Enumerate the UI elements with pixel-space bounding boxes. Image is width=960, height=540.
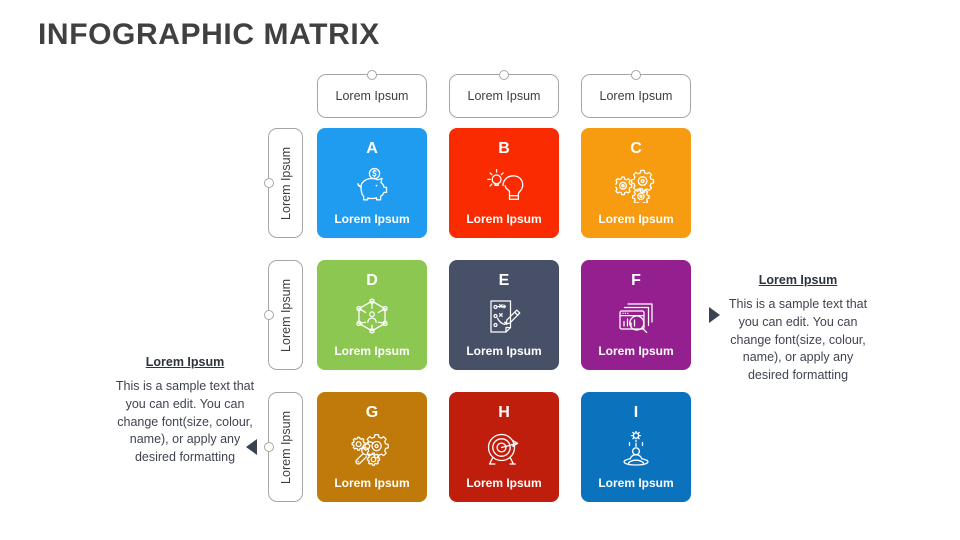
column-header-label: Lorem Ipsum [599,89,673,103]
left-note-body: This is a sample text that you can edit.… [115,379,255,464]
connector-dot-icon [264,310,274,320]
strategy-plan-icon [449,289,559,344]
left-note-arrow-icon [246,439,257,455]
connector-dot-icon [367,70,377,80]
left-note: Lorem Ipsum This is a sample text that y… [110,355,260,467]
row-header-3[interactable]: Lorem Ipsum [264,392,303,502]
row-header-2[interactable]: Lorem Ipsum [264,260,303,370]
card-caption: Lorem Ipsum [466,476,542,490]
card-caption: Lorem Ipsum [598,212,674,226]
column-header-label: Lorem Ipsum [467,89,541,103]
column-header-label: Lorem Ipsum [335,89,409,103]
left-note-heading: Lorem Ipsum [145,355,225,369]
card-caption: Lorem Ipsum [334,476,410,490]
card-letter: I [633,404,639,421]
connector-dot-icon [264,442,274,452]
card-letter: C [630,140,642,157]
matrix-card-g[interactable]: G Lorem Ipsum [317,392,427,502]
card-caption: Lorem Ipsum [334,344,410,358]
right-note-body: This is a sample text that you can edit.… [728,297,868,382]
data-analysis-icon [581,289,691,344]
row-header-label: Lorem Ipsum [278,278,293,352]
matrix-card-e[interactable]: E Lorem Ipsum [449,260,559,370]
idea-head-icon [449,157,559,212]
column-header-2[interactable]: Lorem Ipsum [449,70,559,118]
column-header-3[interactable]: Lorem Ipsum [581,70,691,118]
column-header-1[interactable]: Lorem Ipsum [317,70,427,118]
connector-dot-icon [499,70,509,80]
row-header-label: Lorem Ipsum [278,146,293,220]
gears-icon [581,157,691,212]
piggy-bank-icon [317,157,427,212]
card-caption: Lorem Ipsum [598,344,674,358]
card-letter: A [366,140,378,157]
matrix-card-d[interactable]: D Lorem Ipsum [317,260,427,370]
matrix-card-f[interactable]: F Lorem Ipsum [581,260,691,370]
network-user-icon [317,289,427,344]
card-letter: G [365,404,379,421]
matrix-card-b[interactable]: B Lorem Ipsum [449,128,559,238]
card-caption: Lorem Ipsum [466,212,542,226]
card-letter: B [498,140,510,157]
matrix-card-h[interactable]: H Lorem Ipsum [449,392,559,502]
card-caption: Lorem Ipsum [334,212,410,226]
card-caption: Lorem Ipsum [466,344,542,358]
right-note-arrow-icon [709,307,720,323]
card-letter: E [498,272,510,289]
target-arrow-icon [449,421,559,476]
row-header-1[interactable]: Lorem Ipsum [264,128,303,238]
right-note-heading: Lorem Ipsum [758,273,838,287]
card-letter: H [498,404,510,421]
right-note: Lorem Ipsum This is a sample text that y… [723,273,873,385]
row-header-label: Lorem Ipsum [278,410,293,484]
page-title: INFOGRAPHIC MATRIX [38,18,380,51]
connector-dot-icon [631,70,641,80]
matrix-card-i[interactable]: I Lorem Ipsum [581,392,691,502]
wrench-gears-icon [317,421,427,476]
meditation-icon [581,421,691,476]
matrix-card-c[interactable]: C Lorem Ipsum [581,128,691,238]
connector-dot-icon [264,178,274,188]
card-letter: D [366,272,378,289]
matrix-card-a[interactable]: A Lorem Ipsum [317,128,427,238]
card-letter: F [631,272,641,289]
card-caption: Lorem Ipsum [598,476,674,490]
